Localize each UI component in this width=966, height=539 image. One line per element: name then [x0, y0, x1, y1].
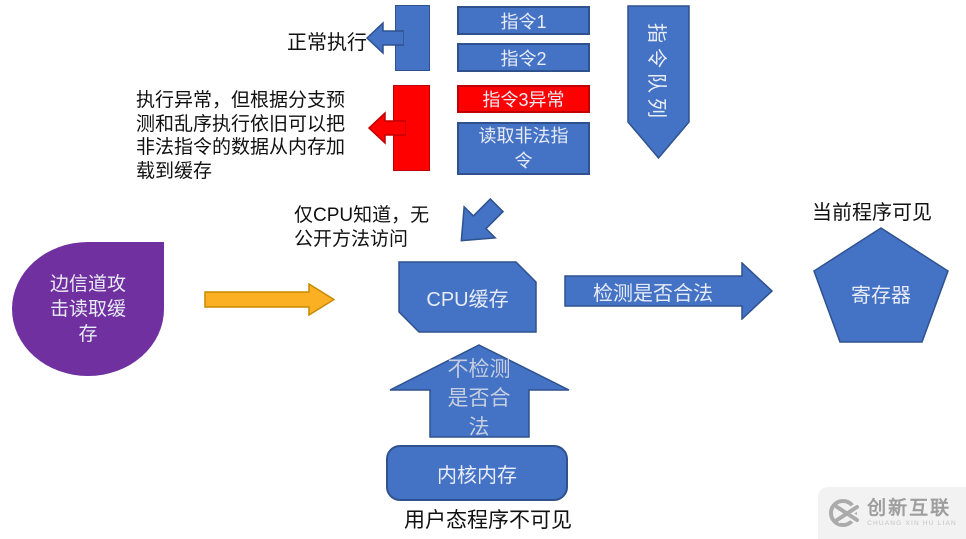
kernel-memory-box: 内核内存: [386, 445, 568, 501]
cx-logo-icon: [829, 499, 860, 527]
detect-label-wrap: 检测是否合法: [564, 262, 742, 320]
instruction3-exception-box: 指令3异常: [457, 85, 590, 113]
instruction-queue-pentagon: [627, 5, 690, 160]
no-check-label-wrap: 不检测是否合法: [414, 356, 544, 440]
instruction1-box: 指令1: [457, 6, 590, 35]
cpu-cache-label-wrap: CPU缓存: [398, 261, 537, 333]
detect-arrow: [564, 262, 773, 320]
register-label-wrap: 寄存器: [813, 268, 949, 318]
side-channel-teardrop: 边信道攻击读取缓存: [12, 242, 164, 376]
cpu-cache-shape: [398, 261, 537, 333]
logo-text-block: 创新互联 CHUANG XIN HU LIAN: [867, 499, 957, 527]
abnormal-exec-left-arrow-icon: [368, 111, 406, 145]
side-channel-right-arrow-icon: [204, 283, 335, 316]
normal-exec-label: 正常执行: [287, 32, 367, 54]
register-label: 寄存器: [851, 284, 911, 307]
normal-exec-left-arrow-icon: [366, 21, 404, 55]
current-visible-label: 当前程序可见: [812, 202, 932, 224]
detect-label: 检测是否合法: [593, 282, 713, 305]
down-left-arrow-icon: [460, 197, 505, 242]
kernel-memory-label: 内核内存: [437, 464, 517, 487]
illegal-read-box: 读取非法指令: [457, 122, 590, 175]
cpu-knows-label: 仅CPU知道，无 公开方法访问: [294, 205, 430, 250]
abnormal-exec-label: 执行异常，但根据分支预 测和乱序执行依旧可以把 非法指令的数据从内存加 载到缓存: [136, 90, 346, 182]
watermark-logo-panel: 创新互联 CHUANG XIN HU LIAN: [818, 487, 966, 539]
logo-name: 创新互联: [867, 498, 952, 519]
side-channel-label: 边信道攻击读取缓存: [49, 273, 126, 345]
register-pentagon: [813, 227, 949, 343]
no-check-label: 不检测是否合法: [447, 357, 511, 439]
instruction3-label: 指令3异常: [482, 90, 565, 110]
instruction-queue-label: 指令队列: [645, 23, 667, 123]
instruction1-label: 指令1: [500, 11, 547, 32]
illegal-read-label: 读取非法指令: [478, 125, 569, 171]
instruction2-label: 指令2: [500, 48, 547, 69]
user-invisible-label: 用户态程序不可见: [404, 509, 572, 532]
no-check-up-arrow: [389, 344, 570, 438]
cpu-cache-label: CPU缓存: [426, 288, 509, 311]
logo-subtitle: CHUANG XIN HU LIAN: [867, 520, 957, 527]
instruction2-box: 指令2: [457, 43, 590, 72]
